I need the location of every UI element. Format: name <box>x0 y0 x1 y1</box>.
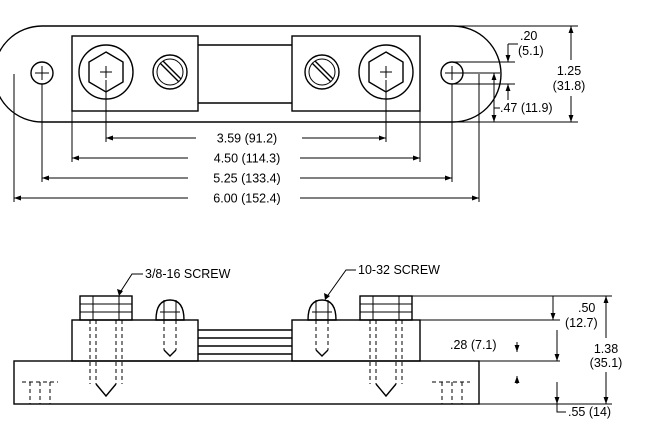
dim-1-25-mm: (31.8) <box>553 79 586 93</box>
dim-3-59-label: 3.59 (91.2) <box>217 132 277 146</box>
dim-hole-mm: (5.1) <box>518 44 544 58</box>
side-view: 3/8-16 SCREW 10-32 SCREW .50 (12.7) 1.38… <box>13 263 623 419</box>
dim-hole-inch: .20 <box>520 29 537 43</box>
dim-028-label: .28 (7.1) <box>450 338 497 352</box>
base-side <box>13 360 480 405</box>
terminal-block-right <box>291 35 421 112</box>
callout-small-screw: 10-32 SCREW <box>358 263 440 277</box>
dim-050-inch: .50 <box>578 301 595 315</box>
terminal-block-side-right <box>291 319 421 362</box>
dim-5-25-label: 5.25 (133.4) <box>213 172 280 186</box>
base-plate-outline <box>0 25 502 123</box>
dim-1-25-inch: 1.25 <box>557 64 581 78</box>
shunt-element-top <box>198 44 292 104</box>
dim-138-inch: 1.38 <box>594 342 618 356</box>
dim-050-mm: (12.7) <box>565 316 598 330</box>
dim-6-00-label: 6.00 (152.4) <box>213 192 280 206</box>
dim-138-mm: (35.1) <box>590 356 623 370</box>
dim-hole-center-label: .47 (11.9) <box>500 101 553 115</box>
slotted-screw-left <box>152 54 188 90</box>
hex-screw-side-right <box>359 295 413 321</box>
terminal-block-left <box>71 35 199 112</box>
hex-screw-side-left <box>79 295 133 321</box>
shunt-element-side <box>198 329 292 355</box>
dim-055-label: .55 (14) <box>568 405 611 419</box>
callout-large-screw: 3/8-16 SCREW <box>145 267 231 281</box>
dim-4-50-label: 4.50 (114.3) <box>214 152 280 166</box>
terminal-block-side-left <box>71 319 199 362</box>
slotted-screw-side-right <box>307 299 337 321</box>
top-view: 3.59 (91.2) 4.50 (114.3) 5.25 (133.4) 6.… <box>0 25 586 206</box>
slotted-screw-right <box>304 54 340 90</box>
slotted-screw-side-left <box>155 299 185 321</box>
